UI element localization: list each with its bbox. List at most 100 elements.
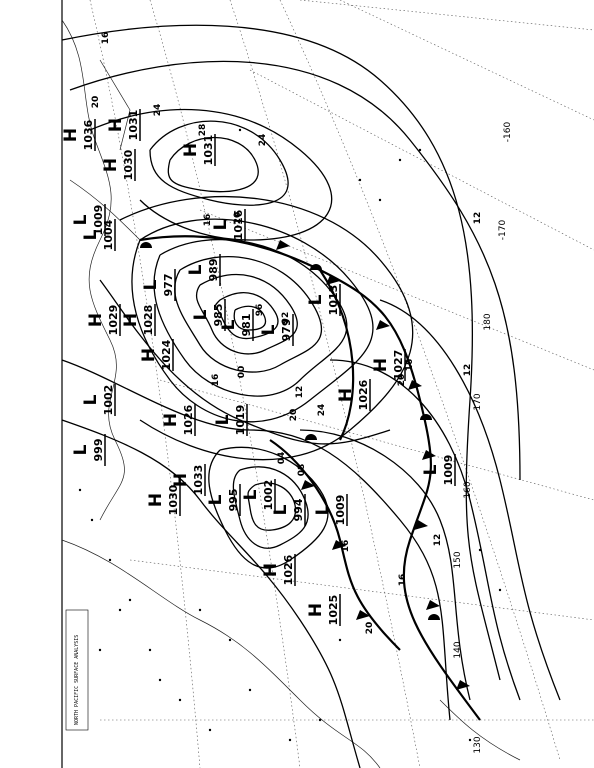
pressure-center-letter: L bbox=[81, 394, 101, 405]
isobar-label: 16 bbox=[405, 359, 415, 372]
pressure-center-value: 1004 bbox=[102, 219, 115, 250]
pressure-center-value: 981 bbox=[240, 314, 253, 337]
longitude-label: -160 bbox=[503, 122, 513, 143]
longitude-label: -170 bbox=[498, 220, 508, 241]
longitude-label: 130 bbox=[473, 736, 483, 753]
pressure-center-letter: L bbox=[71, 444, 91, 455]
pressure-center-letter: L bbox=[271, 504, 291, 515]
longitude-label: 150 bbox=[453, 551, 463, 568]
pressure-center-letter: L bbox=[313, 504, 333, 515]
map-caption: NORTH PACIFIC SURFACE ANALYSIS bbox=[74, 635, 80, 725]
isobar-label: 16 bbox=[398, 574, 408, 587]
fronts bbox=[139, 235, 481, 721]
pressure-center-letter: L bbox=[259, 324, 279, 335]
longitude-labels: -160 -170 180 170 160 150 140 130 bbox=[453, 122, 513, 754]
pressure-center-value: 1009 bbox=[92, 205, 105, 236]
pressure-center-letter: L bbox=[206, 494, 226, 505]
pressure-center-letter: L bbox=[186, 264, 206, 275]
isobar-label: 24 bbox=[317, 404, 327, 417]
coastlines bbox=[61, 19, 521, 768]
pressure-center-letter: H bbox=[336, 388, 356, 402]
pressure-center-value: 1009 bbox=[334, 495, 347, 526]
pressure-center-value: 1016 bbox=[232, 209, 245, 240]
pressure-center-letter: H bbox=[146, 493, 166, 507]
pressure-center-value: 994 bbox=[292, 498, 305, 521]
isobar-label: 20 bbox=[91, 96, 101, 109]
isobar-label: 24 bbox=[258, 134, 268, 147]
pressure-center-value: 1030 bbox=[167, 484, 180, 515]
pressure-center-value: 1031 bbox=[127, 110, 140, 141]
pressure-center-value: 1002 bbox=[102, 385, 115, 416]
pressure-center-letter: H bbox=[86, 313, 106, 327]
pressure-center-letter: L bbox=[306, 294, 326, 305]
isobar-label: 16 bbox=[341, 540, 351, 553]
pressure-center-value: 1033 bbox=[192, 465, 205, 496]
longitude-label: 140 bbox=[453, 641, 463, 658]
pressure-center-letter: H bbox=[181, 143, 201, 157]
isobar-label: 20 bbox=[397, 374, 407, 387]
pressure-center-value: 1026 bbox=[282, 554, 295, 585]
pressure-center-value: 977 bbox=[162, 274, 175, 297]
pressure-center-value: 1029 bbox=[107, 305, 120, 336]
station-plots bbox=[78, 128, 502, 742]
longitude-label: 160 bbox=[463, 481, 473, 498]
isobar-label: 08 bbox=[297, 464, 307, 477]
pressure-center-value: 1026 bbox=[357, 379, 370, 410]
isobars bbox=[61, 24, 561, 768]
pressure-center-value: 985 bbox=[212, 304, 225, 327]
pressure-center-letter: L bbox=[81, 229, 101, 240]
longitude-label: 170 bbox=[473, 393, 483, 410]
pressure-center-letter: H bbox=[139, 348, 159, 362]
pressure-center-value: 1036 bbox=[82, 119, 95, 150]
pressure-center-letter: H bbox=[161, 413, 181, 427]
isobar-label: 16 bbox=[211, 374, 221, 387]
isobar-label: 04 bbox=[277, 452, 287, 465]
isobar-label: 28 bbox=[198, 124, 208, 137]
pressure-center-value: 995 bbox=[227, 489, 240, 512]
pressure-center-value: 1019 bbox=[234, 405, 247, 436]
isobar-label: 20 bbox=[233, 212, 243, 225]
pressure-center-value: 999 bbox=[92, 439, 105, 462]
pressure-center-letter: L bbox=[241, 489, 261, 500]
pressure-center-value: 1013 bbox=[327, 285, 340, 316]
longitude-label: 180 bbox=[483, 313, 493, 330]
isobar-label: 12 bbox=[473, 212, 483, 225]
isobar-label: 96 bbox=[255, 304, 265, 317]
isobar-label: 12 bbox=[295, 386, 305, 399]
pressure-center-letter: L bbox=[191, 309, 211, 320]
pressure-center-letter: L bbox=[141, 279, 161, 290]
isobar-label: 92 bbox=[281, 312, 291, 325]
isobar-label: 16 bbox=[101, 32, 111, 45]
pressure-center-value: 1024 bbox=[160, 339, 173, 370]
pressure-center-letter: L bbox=[213, 414, 233, 425]
isobar-label: 20 bbox=[289, 409, 299, 422]
